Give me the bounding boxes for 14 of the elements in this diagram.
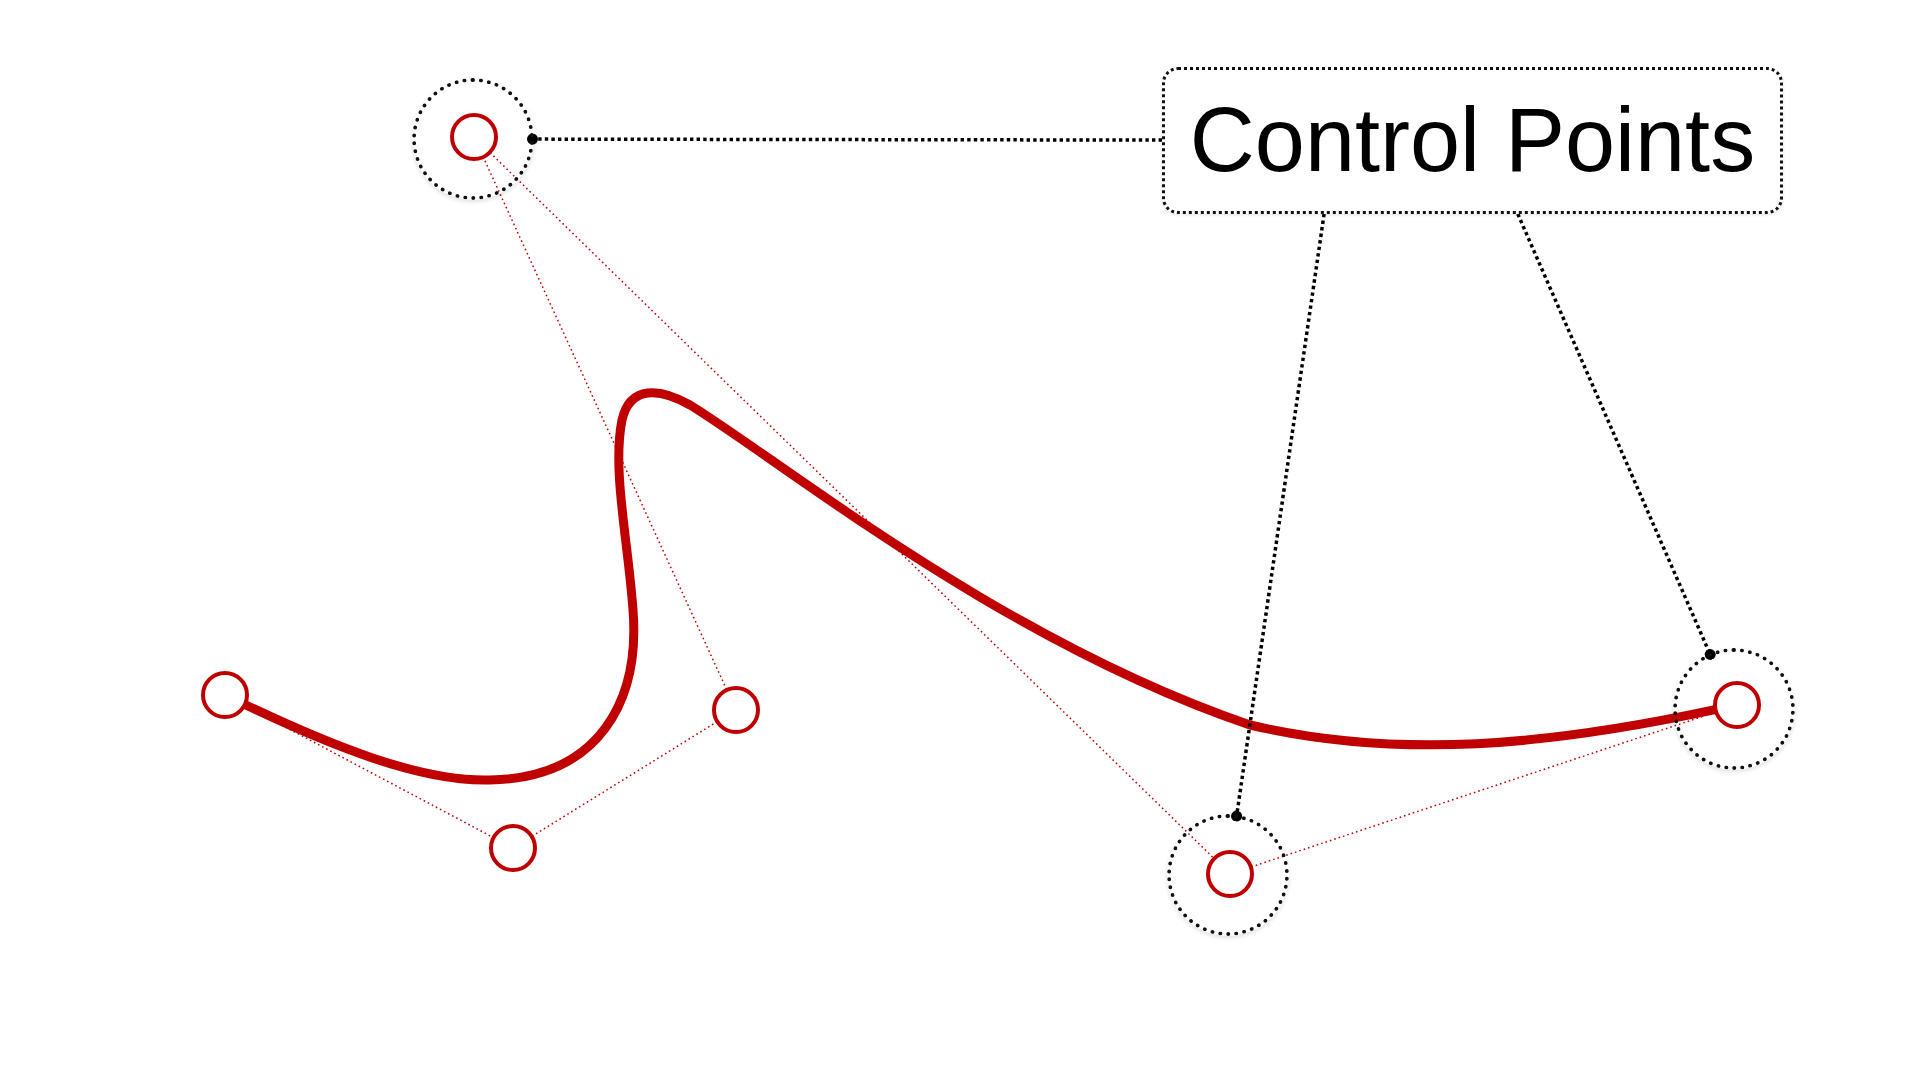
- callout-box: [1162, 67, 1783, 214]
- control-point-icon: [1206, 850, 1254, 898]
- highlight-ring: [1167, 814, 1289, 936]
- highlight-ring: [412, 78, 534, 200]
- callout-text: Control Points: [1189, 91, 1756, 190]
- leader-line: [1231, 213, 1326, 822]
- control-point-icon: [201, 671, 249, 719]
- control-point-icon: [1713, 681, 1761, 729]
- leader-line: [527, 133, 1162, 145]
- highlight-ring: [1673, 648, 1795, 770]
- control-point-icon: [489, 824, 537, 872]
- control-point-icon: [712, 686, 760, 734]
- control-point-icon: [450, 113, 498, 161]
- leader-line: [1516, 213, 1716, 660]
